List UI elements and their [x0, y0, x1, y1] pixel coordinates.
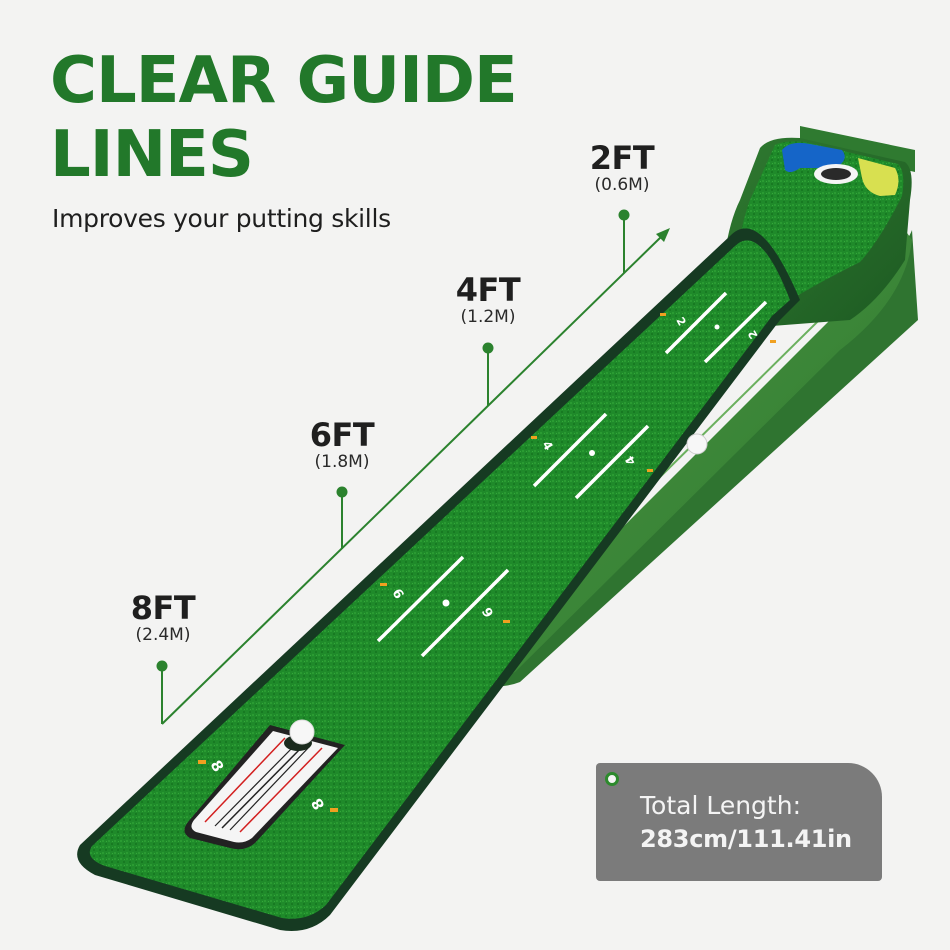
distance-label-6ft: 6FT (1.8M): [309, 416, 375, 472]
golf-ball-tray: [686, 433, 708, 455]
direction-arrow-icon: [656, 228, 670, 242]
cup-yellow-zone: [858, 158, 899, 196]
title-line-1: CLEAR GUIDE: [50, 44, 518, 118]
title-line-2: LINES: [50, 118, 254, 192]
distance-guide-line: [161, 215, 663, 725]
marker-dots: [156, 209, 630, 672]
putting-mirror: 8 8: [184, 719, 345, 850]
page-title: CLEAR GUIDE LINES: [50, 44, 518, 192]
total-length-box: Total Length: 283cm/111.41in: [596, 763, 882, 881]
distance-label-8ft: 8FT (2.4M): [130, 589, 196, 645]
distance-label-2ft: 2FT (0.6M): [589, 139, 655, 195]
total-length-value: 283cm/111.41in: [640, 825, 852, 853]
ring-bullet-icon: [605, 772, 619, 786]
subtitle: Improves your putting skills: [52, 204, 391, 233]
golf-ball: [289, 719, 315, 745]
total-length-label: Total Length:: [640, 791, 801, 820]
distance-label-4ft: 4FT (1.2M): [455, 271, 521, 327]
cup-hole: [821, 168, 851, 180]
